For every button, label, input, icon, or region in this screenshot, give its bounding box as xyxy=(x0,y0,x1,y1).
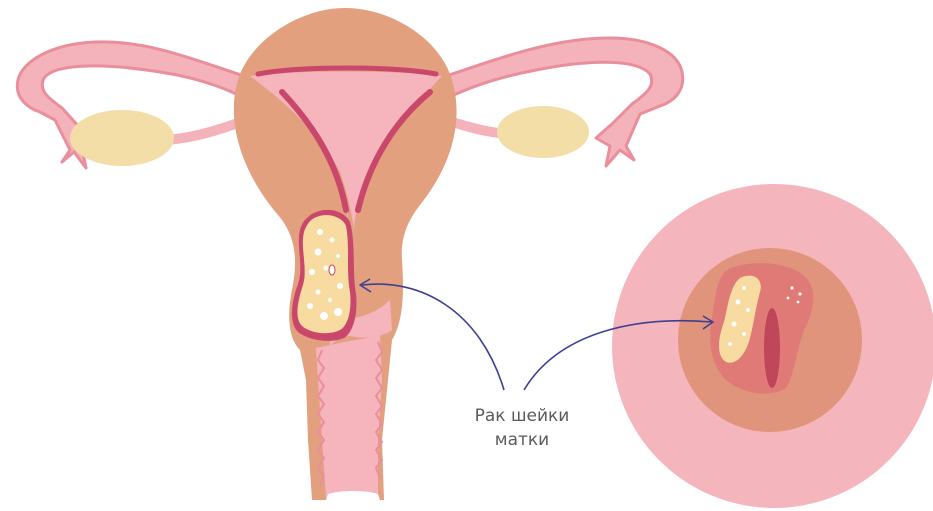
cervical-cancer-label: Рак шейки матки xyxy=(452,404,592,452)
vaginal-canal xyxy=(316,336,382,498)
cervical-os xyxy=(764,308,780,388)
tumor-cyst xyxy=(329,265,335,275)
cervix-closeup-illustration xyxy=(612,184,933,508)
label-line-1: Рак шейки xyxy=(452,404,592,428)
right-ovary xyxy=(497,106,589,158)
left-ovary xyxy=(70,110,174,166)
label-line-2: матки xyxy=(452,428,592,452)
